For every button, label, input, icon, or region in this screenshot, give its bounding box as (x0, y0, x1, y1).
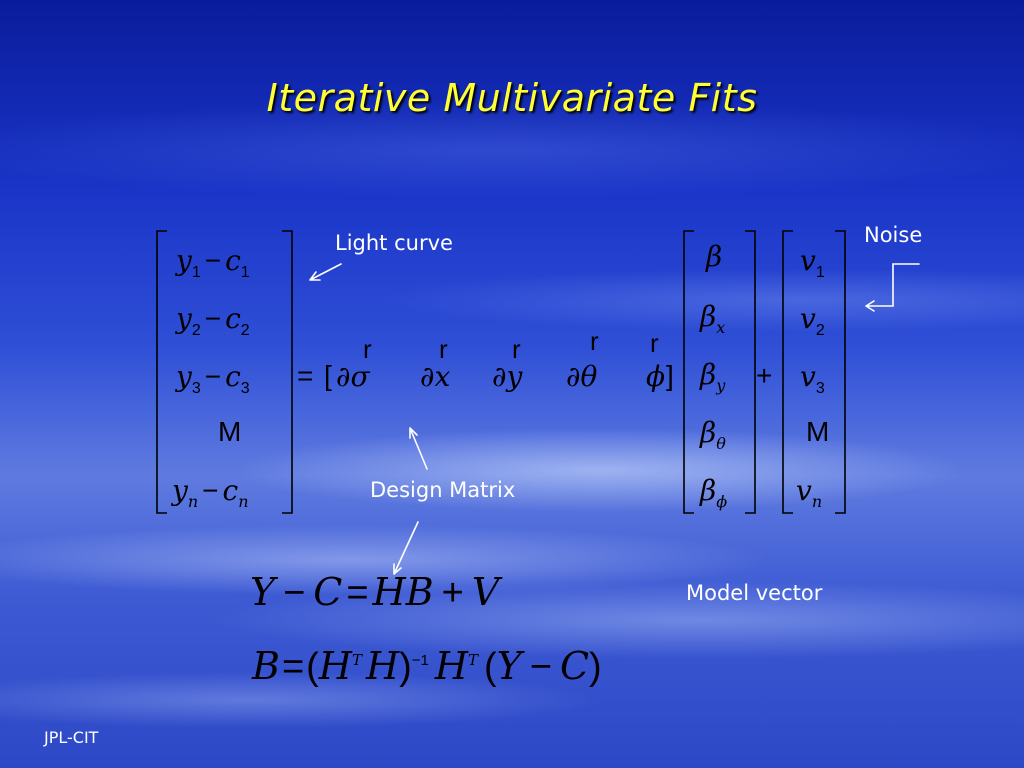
footer-label: JPL-CIT (44, 728, 99, 747)
lhs-row-3: y3−c3 (176, 360, 250, 397)
design-row-open-bracket: [ (324, 360, 332, 391)
plus-sign: + (756, 360, 773, 391)
equation-model: Y−C=HB+V (250, 570, 500, 614)
beta-left-bracket (683, 230, 694, 514)
vector-mark-3: r (512, 334, 521, 364)
lhs-right-bracket (282, 230, 293, 514)
lhs-row-n: yn−cn (172, 474, 249, 511)
beta-row-theta: βθ (700, 416, 726, 453)
design-term-theta: ∂θ (566, 360, 598, 393)
noise-row-3: v3 (800, 360, 825, 397)
design-term-phi: ϕ (646, 360, 666, 393)
lhs-row-1: y1−c1 (176, 244, 250, 281)
noise-arrow-icon (865, 263, 920, 312)
vector-mark-1: r (363, 334, 372, 364)
design-matrix-up-arrow-icon (409, 427, 428, 470)
lhs-left-bracket (156, 230, 167, 514)
lhs-vertical-dots: M (218, 416, 242, 447)
noise-row-2: v2 (800, 302, 825, 339)
beta-row-y: βy (700, 358, 726, 395)
noise-right-bracket (835, 230, 846, 514)
slide-title: Iterative Multivariate Fits (266, 76, 758, 120)
noise-vertical-dots: M (806, 416, 830, 447)
beta-row-phi: βϕ (700, 474, 728, 511)
light-curve-label: Light curve (335, 231, 453, 255)
vector-mark-4: r (590, 326, 599, 356)
equals-sign: = (297, 360, 314, 391)
beta-row-x: βx (700, 300, 726, 337)
design-matrix-label: Design Matrix (370, 478, 516, 502)
design-term-x: ∂x (420, 360, 451, 393)
beta-right-bracket (745, 230, 756, 514)
design-term-y: ∂y (492, 360, 523, 393)
noise-row-n: vn (796, 474, 823, 511)
light-curve-arrow-icon (309, 263, 342, 281)
design-matrix-down-arrow-icon (393, 521, 419, 575)
design-row-close-bracket: ] (666, 360, 674, 391)
design-term-sigma: ∂σ (336, 360, 370, 393)
noise-left-bracket (782, 230, 793, 514)
beta-row-1: β (706, 240, 723, 273)
vector-mark-2: r (439, 334, 448, 364)
noise-label: Noise (864, 223, 923, 247)
noise-row-1: v1 (800, 244, 825, 281)
lhs-row-2: y2−c2 (176, 302, 250, 339)
vector-mark-5: r (650, 328, 659, 358)
model-vector-label: Model vector (686, 581, 823, 605)
